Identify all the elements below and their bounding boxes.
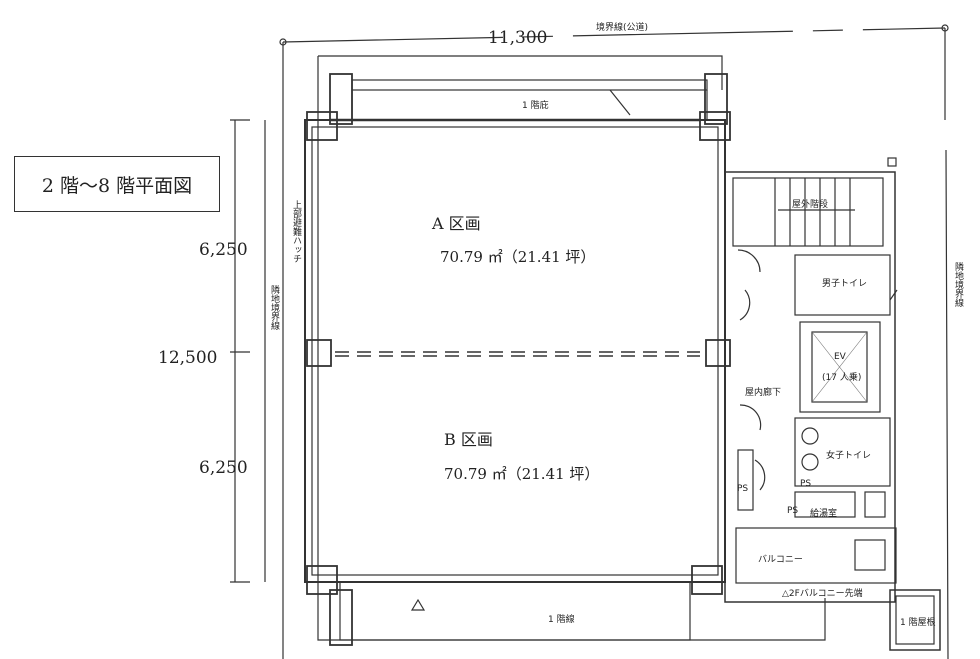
balcony-label: バルコニー <box>758 555 803 565</box>
right-boundary-line <box>944 28 949 659</box>
road-boundary-line <box>282 27 946 43</box>
section-a-area: 70.79 ㎡（21.41 坪） <box>440 248 596 266</box>
section-b-area: 70.79 ㎡（21.41 坪） <box>444 465 600 483</box>
kitchenette-label: 給湯室 <box>810 509 838 519</box>
left-boundary-label: 隣地境界線 <box>269 285 279 330</box>
balcony-edge-label: △2Fバルコニー先端 <box>782 589 863 599</box>
ev-label: EV <box>834 352 846 362</box>
right-boundary-label: 隣地境界線 <box>953 262 963 307</box>
outdoor-stairs-label: 屋外階段 <box>792 200 829 210</box>
total-height-dimension: 12,500 <box>158 348 218 368</box>
road-boundary-label: 境界線(公道) <box>596 23 649 33</box>
ps-label-1: PS <box>737 484 749 494</box>
drawing-title: 2 階〜8 階平面図 <box>14 156 220 212</box>
ev-capacity-label: (17 人乗) <box>822 373 862 383</box>
bottom-height-dimension: 6,250 <box>199 458 248 478</box>
top-height-dimension: 6,250 <box>199 240 248 260</box>
roof-1f-label: 1 階屋根 <box>900 618 936 628</box>
hatch-label: 上部避難ハッチ <box>291 200 301 263</box>
floor1-line-label: 1 階線 <box>548 615 575 625</box>
section-b-name: B 区画 <box>444 430 493 449</box>
ps-label-2: PS <box>800 479 812 489</box>
corridor-label: 屋内廊下 <box>745 388 782 398</box>
floor1-eave-label: 1 階庇 <box>522 101 549 111</box>
width-dimension: 11,300 <box>488 28 548 48</box>
ps-label-3: PS <box>787 506 799 516</box>
section-a-name: A 区画 <box>432 214 481 233</box>
mens-toilet-label: 男子トイレ <box>822 279 868 289</box>
womens-toilet-label: 女子トイレ <box>826 451 872 461</box>
